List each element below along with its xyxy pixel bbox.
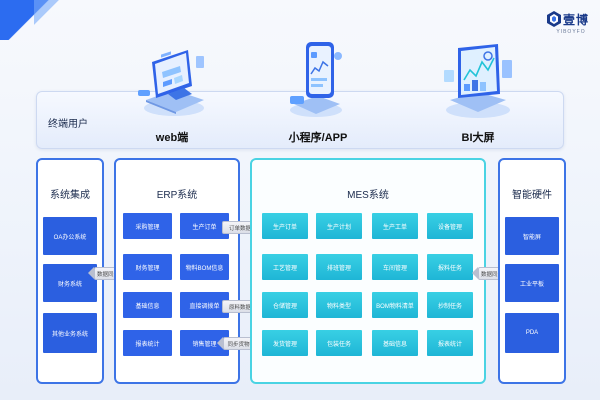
hw-sync-arrow-left — [472, 267, 478, 279]
erp-item: 物料BOM信息 — [180, 254, 229, 280]
laptop-icon — [138, 50, 204, 116]
erp-item: 生产订单 — [180, 213, 229, 239]
erp-item: 报表统计 — [123, 330, 172, 356]
status-sync-arrow — [217, 337, 223, 349]
mes-item: 物料类型 — [316, 292, 362, 318]
mes-item: 排班管理 — [316, 254, 362, 280]
mes-item: 包装任务 — [316, 330, 362, 356]
industrial-tablet-box: 工业平板 — [505, 264, 559, 302]
hardware-title: 智能硬件 — [512, 190, 552, 201]
brand-subtitle: YIBOYFO — [556, 29, 586, 35]
mes-item: 报表统计 — [427, 330, 473, 356]
oa-system-box: OA办公系统 — [43, 217, 97, 255]
brand-logo: 壹博 YIBOYFO — [547, 7, 595, 41]
mes-item: 生产订单 — [262, 213, 308, 239]
erp-item: 基础信息 — [123, 292, 172, 318]
erp-title: ERP系统 — [156, 190, 198, 201]
phone-icon — [290, 42, 342, 117]
erp-item: 直接调拨单 — [180, 292, 229, 318]
web-label: web端 — [155, 132, 189, 144]
system-integration-title: 系统集成 — [50, 190, 90, 201]
mes-item: 基础信息 — [372, 330, 418, 356]
corner-decoration-accent — [34, 0, 74, 30]
other-system-box: 其他业务系统 — [43, 313, 97, 353]
mes-item: 发货管理 — [262, 330, 308, 356]
smart-screen-box: 智能屏 — [505, 217, 559, 255]
mes-item: 报料任务 — [427, 254, 473, 280]
pda-box: PDA — [505, 313, 559, 353]
dashboard-icon — [444, 44, 512, 118]
terminal-users-title: 终端用户 — [48, 119, 88, 130]
mes-item: 车间管理 — [372, 254, 418, 280]
sync-arrow-left — [88, 267, 94, 279]
bi-label: BI大屏 — [461, 132, 495, 144]
mes-item: 仓储管理 — [262, 292, 308, 318]
mes-item: BOM物料清单 — [372, 292, 418, 318]
brand-mark-icon — [547, 11, 561, 27]
app-label: 小程序/APP — [288, 132, 348, 144]
erp-item: 采购管理 — [123, 213, 172, 239]
erp-item: 财务管理 — [123, 254, 172, 280]
mes-item: 生产计划 — [316, 213, 362, 239]
mes-item: 设备管理 — [427, 213, 473, 239]
mes-item: 工艺管理 — [262, 254, 308, 280]
mes-title: MES系统 — [347, 190, 389, 201]
mes-item: 抄制任务 — [427, 292, 473, 318]
mes-item: 生产工单 — [372, 213, 418, 239]
brand-name: 壹博 — [563, 13, 590, 27]
